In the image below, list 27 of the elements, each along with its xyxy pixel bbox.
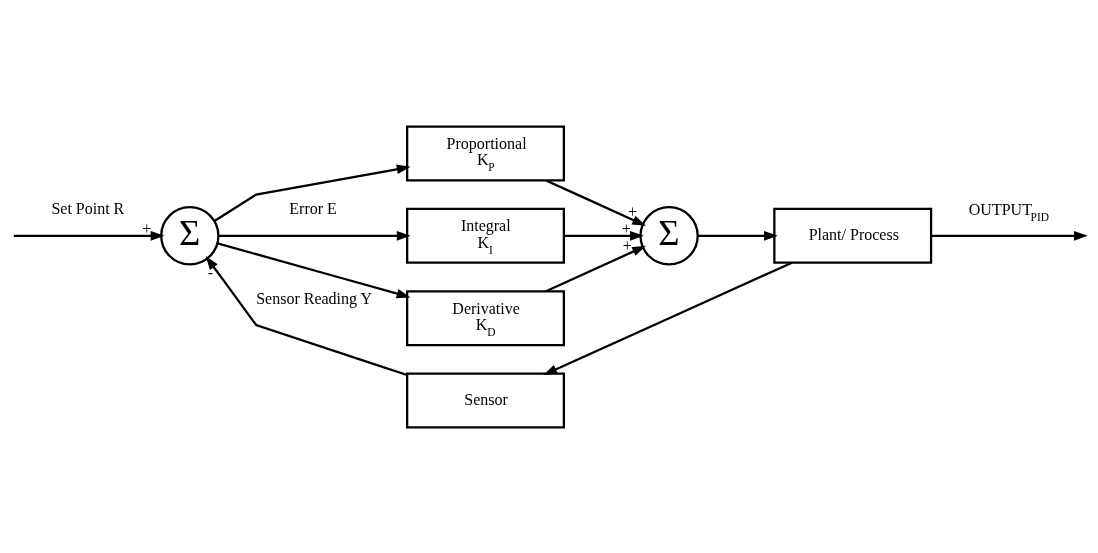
edge-label: OUTPUT$_{PID}$ (968, 200, 1049, 223)
node-circle: Σ (639, 205, 699, 266)
arrow (545, 245, 646, 292)
arrow (543, 261, 793, 375)
label: + (628, 202, 638, 220)
edge-label: Error E (289, 199, 337, 217)
node-circle: Σ (160, 205, 220, 266)
edge-label: Sensor Reading Y (256, 289, 372, 307)
arrow (217, 241, 411, 298)
arrow (13, 230, 165, 241)
arrow (218, 230, 411, 241)
arrow (697, 230, 778, 241)
node-box: Plant/ Process (773, 207, 933, 264)
arrow (931, 230, 1088, 241)
node-box: Derivative K$_{D}$ (406, 289, 565, 346)
arrow (205, 255, 408, 376)
label: - (207, 263, 214, 281)
node-box: Sensor (406, 372, 565, 429)
label: + (622, 236, 632, 254)
arrow (545, 178, 646, 226)
edge-label: Set Point R (51, 199, 125, 217)
node-box: Proportional K$_{P}$ (406, 124, 565, 181)
arrow (564, 230, 644, 241)
label: + (142, 219, 152, 237)
label: + (621, 219, 631, 237)
arrow (213, 164, 411, 222)
node-box: Integral K$_{I}$ (406, 207, 565, 264)
